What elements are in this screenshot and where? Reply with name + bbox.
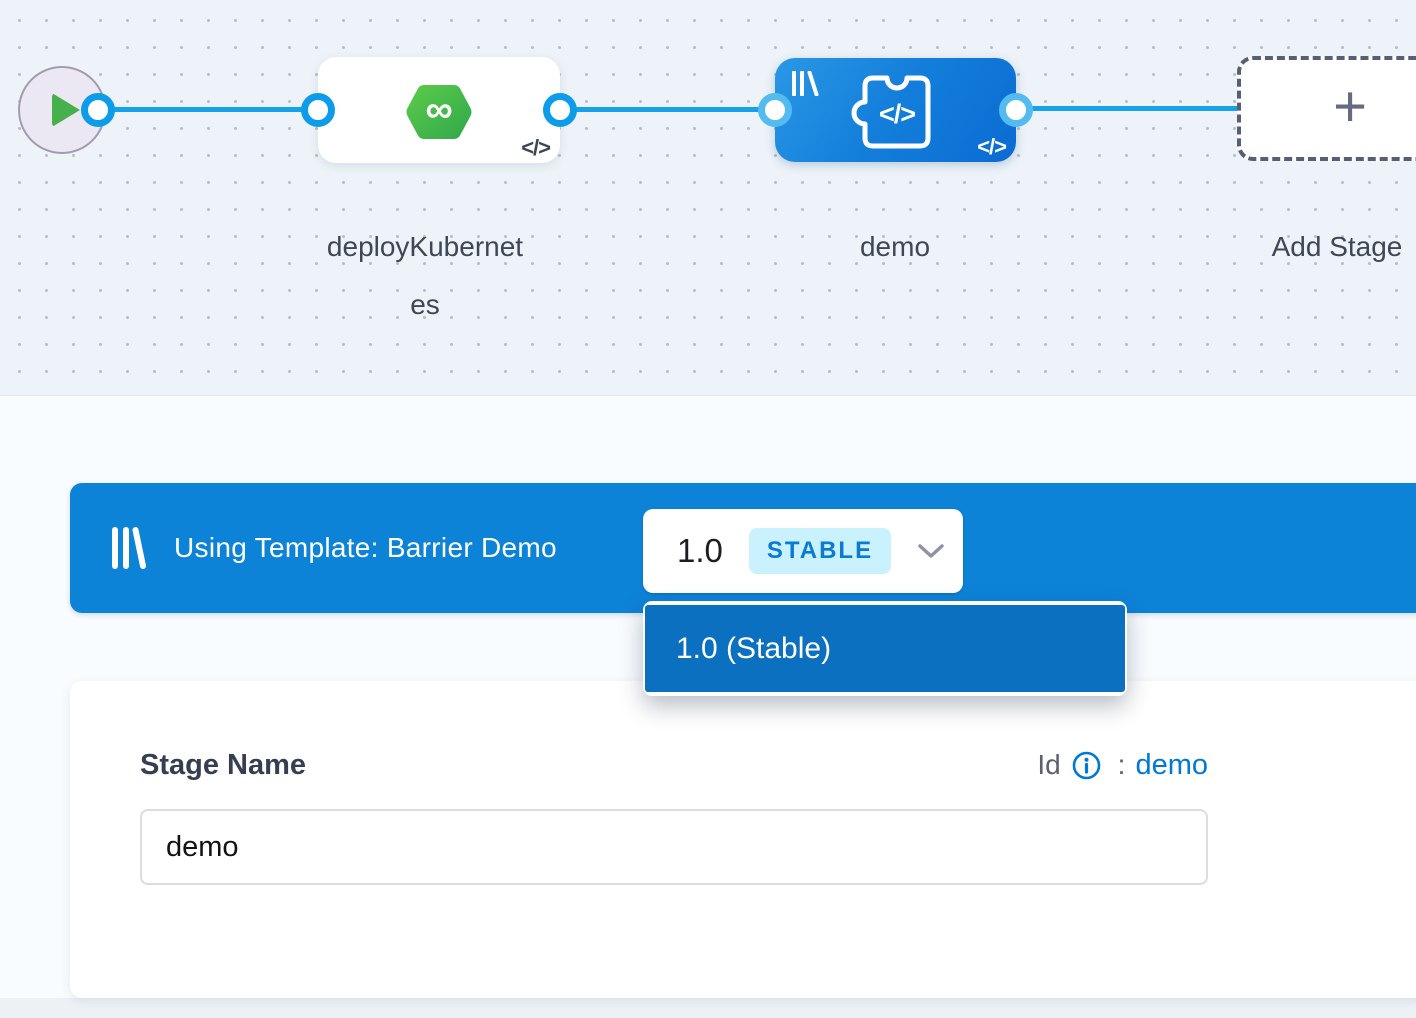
stage-node-demo[interactable]: </> </> xyxy=(775,58,1016,162)
stage-form-header: Stage Name Id : demo xyxy=(140,743,1208,787)
port-demo-in[interactable] xyxy=(758,93,792,127)
stable-badge: STABLE xyxy=(748,528,892,574)
stage-label-deploykubernetes[interactable]: deployKubernetes xyxy=(326,231,524,320)
stage-name-input[interactable] xyxy=(140,809,1208,885)
add-stage-button[interactable]: + xyxy=(1237,56,1416,161)
version-number: 1.0 xyxy=(677,532,723,569)
play-icon xyxy=(52,93,80,127)
connector-deploy-to-demo xyxy=(560,107,777,112)
id-label: Id xyxy=(1037,749,1061,780)
custom-stage-puzzle-icon: </> xyxy=(851,75,930,149)
stage-name-label: Stage Name xyxy=(140,748,307,781)
template-version-dropdown-button[interactable]: 1.0 STABLE xyxy=(643,509,963,593)
connector-demo-to-add xyxy=(1016,106,1239,111)
code-view-toggle-icon[interactable]: </> xyxy=(977,134,1007,159)
info-icon[interactable] xyxy=(1071,750,1102,781)
section-divider xyxy=(0,998,1416,1018)
connector-start-to-deploy xyxy=(98,107,320,112)
using-template-banner: Using Template: Barrier Demo 1.0 STABLE xyxy=(70,483,1416,613)
banner-title: Using Template: Barrier Demo xyxy=(174,532,557,563)
template-library-icon xyxy=(792,71,819,96)
port-demo-out[interactable] xyxy=(999,93,1033,127)
port-deploy-out[interactable] xyxy=(543,93,577,127)
stage-overview-card: Stage Name Id : demo xyxy=(70,681,1416,998)
code-view-toggle-icon[interactable]: </> xyxy=(521,135,551,160)
svg-text:∞: ∞ xyxy=(425,89,452,131)
chevron-down-icon xyxy=(918,543,944,559)
template-version-menu: 1.0 (Stable) xyxy=(643,601,1127,696)
port-deploy-in[interactable] xyxy=(301,93,335,127)
port-start-out[interactable] xyxy=(81,93,115,127)
add-stage-label[interactable]: Add Stage xyxy=(1271,231,1403,262)
plus-icon: + xyxy=(1333,73,1367,139)
stage-node-deploykubernetes[interactable]: ∞ </> xyxy=(318,57,560,163)
stage-id-value[interactable]: demo xyxy=(1135,748,1208,781)
id-colon: : xyxy=(1117,749,1126,780)
template-library-icon xyxy=(112,527,146,569)
stage-id-row: Id : demo xyxy=(1037,749,1208,782)
stage-label-demo[interactable]: demo xyxy=(859,231,931,262)
svg-text:</>: </> xyxy=(878,99,914,129)
pipeline-canvas[interactable]: ∞ </> </> </> + deployKub xyxy=(0,0,1416,396)
deploy-stage-icon: ∞ xyxy=(406,85,472,139)
version-menu-item[interactable]: 1.0 (Stable) xyxy=(645,605,1125,692)
